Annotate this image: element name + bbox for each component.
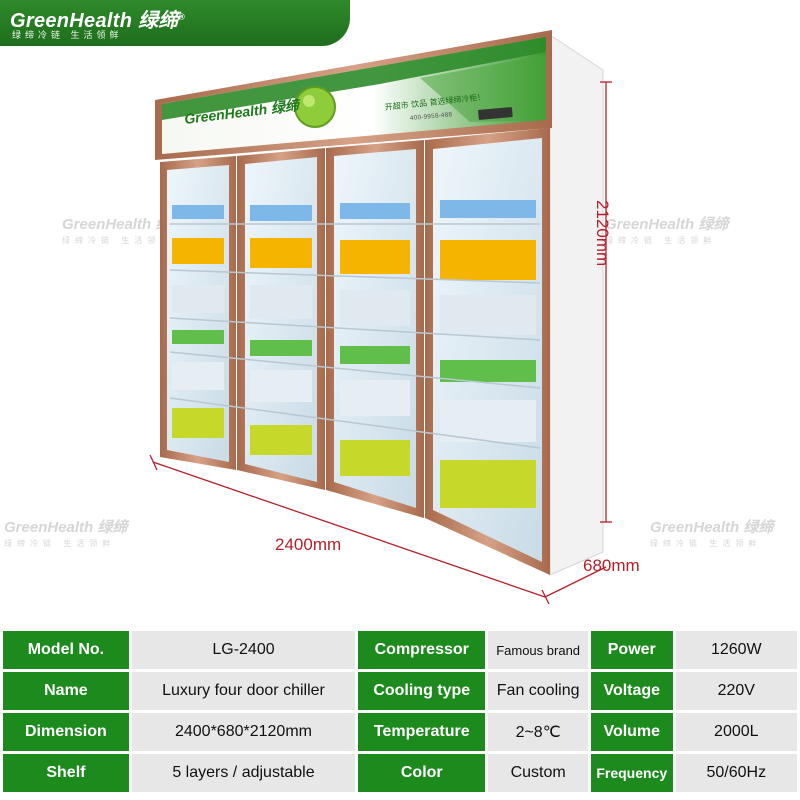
- spec-label-volume: Volume: [590, 713, 673, 751]
- spec-label-frequency: Frequency: [590, 754, 673, 792]
- spec-value-temperature: 2~8℃: [488, 713, 588, 751]
- spec-label-compressor: Compressor: [358, 631, 486, 669]
- watermark-text: GreenHealth 绿缔: [650, 519, 774, 536]
- table-row: Name Luxury four door chiller Cooling ty…: [3, 672, 797, 710]
- watermark: GreenHealth 绿缔绿缔冷链 生活领鲜: [62, 213, 185, 246]
- spec-label-shelf: Shelf: [3, 754, 129, 792]
- spec-value-voltage: 220V: [675, 672, 797, 710]
- spec-label-color: Color: [358, 754, 486, 792]
- chiller-illustration: GreenHealth 绿缔 开超市 饮品 首选绿缔冷柜! 400-9958-4…: [149, 30, 612, 605]
- watermark-text: GreenHealth 绿缔: [62, 216, 186, 233]
- spec-label-name: Name: [3, 672, 129, 710]
- spec-value-cooling-type: Fan cooling: [488, 672, 588, 710]
- brand-logo-text: GreenHealth 绿缔: [10, 10, 179, 32]
- spec-value-compressor: Famous brand: [488, 631, 588, 669]
- shelf-products: [169, 200, 541, 508]
- watermark: GreenHealth 绿缔绿缔冷链 生活领鲜: [605, 213, 728, 246]
- watermark-text: GreenHealth 绿缔: [605, 216, 729, 233]
- watermark-sub: 绿缔冷链 生活领鲜: [4, 539, 116, 548]
- registered-mark: ®: [178, 12, 185, 22]
- table-row: Dimension 2400*680*2120mm Temperature 2~…: [3, 713, 797, 751]
- spec-value-power: 1260W: [675, 631, 797, 669]
- banner-leaf-band: [420, 55, 546, 122]
- spec-value-name: Luxury four door chiller: [131, 672, 356, 710]
- watermark: GreenHealth 绿缔绿缔冷链 生活领鲜: [4, 516, 127, 549]
- spec-label-power: Power: [590, 631, 673, 669]
- watermark-text: GreenHealth 绿缔: [4, 519, 128, 536]
- cabinet-side-panel: [549, 34, 604, 576]
- spec-label-dimension: Dimension: [3, 713, 129, 751]
- spec-label-temperature: Temperature: [358, 713, 486, 751]
- spec-label-voltage: Voltage: [590, 672, 673, 710]
- spec-value-volume: 2000L: [675, 713, 797, 751]
- brand-logo: GreenHealth 绿缔®: [10, 4, 185, 33]
- spec-label-cooling-type: Cooling type: [358, 672, 486, 710]
- width-dimension: 2400mm: [275, 535, 342, 554]
- spec-value-model: LG-2400: [131, 631, 356, 669]
- watermark-sub: 绿缔冷链 生活领鲜: [605, 236, 717, 245]
- height-dimension: 2120mm: [593, 200, 612, 267]
- door-glass: [334, 149, 416, 508]
- depth-dimension: 680mm: [583, 556, 640, 575]
- spec-value-dimension: 2400*680*2120mm: [131, 713, 356, 751]
- spec-value-frequency: 50/60Hz: [675, 754, 797, 792]
- table-row: Shelf 5 layers / adjustable Color Custom…: [3, 754, 797, 792]
- brand-tagline: 绿缔冷链 生活领鲜: [12, 30, 123, 40]
- watermark-sub: 绿缔冷链 生活领鲜: [62, 236, 174, 245]
- table-row: Model No. LG-2400 Compressor Famous bran…: [3, 631, 797, 669]
- spec-label-model: Model No.: [3, 631, 129, 669]
- temperature-display: [478, 107, 513, 120]
- banner-green-wave: [162, 37, 546, 120]
- watermark-sub: 绿缔冷链 生活领鲜: [650, 539, 762, 548]
- brand-logo-bar: GreenHealth 绿缔® 绿缔冷链 生活领鲜: [0, 0, 350, 46]
- dimension-lines: [149, 81, 612, 605]
- spec-value-shelf: 5 layers / adjustable: [131, 754, 356, 792]
- banner-phone: 400-9958-488: [410, 111, 453, 122]
- spec-value-color: Custom: [488, 754, 588, 792]
- apple-icon: [294, 86, 336, 128]
- specifications-table: Model No. LG-2400 Compressor Famous bran…: [0, 628, 800, 795]
- watermark: GreenHealth 绿缔绿缔冷链 生活领鲜: [650, 516, 773, 549]
